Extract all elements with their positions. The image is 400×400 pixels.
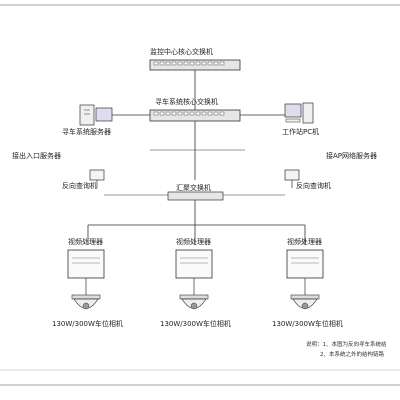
core-monitor-switch-label: 监控中心核心交换机 [150,48,213,56]
car-finder-server-label: 寻车系统服务器 [62,128,111,136]
video-processor-2-icon [175,249,213,279]
reverse-kiosk-left-label: 反向查询机 [62,182,97,190]
ap-network-server-label: 接AP网络服务器 [326,152,378,160]
car-finder-switch-icon [149,109,241,122]
core-monitor-switch-icon [149,59,241,71]
car-finder-server-icon [79,104,113,126]
car-finder-switch-label: 寻车系统核心交换机 [155,98,218,106]
video-processor-1-icon [67,249,105,279]
note-line-1: 说明：1、本图为反向寻车系统结 [306,342,387,348]
camera-3-label: 130W/300W车位相机 [272,320,343,328]
reverse-kiosk-left-icon [89,169,105,188]
entry-exit-server-label: 接出入口服务器 [12,152,61,160]
camera-1-label: 130W/300W车位相机 [52,320,123,328]
camera-2-icon [179,294,209,310]
video-processor-3-icon [286,249,324,279]
note-line-2: 2、本系统之外的结构链路 [320,352,385,358]
video-processor-3-label: 视频处理器 [287,238,322,246]
camera-2-label: 130W/300W车位相机 [160,320,231,328]
video-processor-2-label: 视频处理器 [176,238,211,246]
aggregation-switch-label: 汇聚交换机 [176,184,211,192]
camera-3-icon [290,294,320,310]
reverse-kiosk-right-icon [284,169,300,188]
video-processor-1-label: 视频处理器 [68,238,103,246]
aggregation-switch-icon [167,191,224,201]
workstation-pc-label: 工作站PC机 [282,128,320,136]
workstation-pc-icon [284,102,314,124]
reverse-kiosk-right-label: 反向查询机 [296,182,331,190]
camera-1-icon [71,294,101,310]
